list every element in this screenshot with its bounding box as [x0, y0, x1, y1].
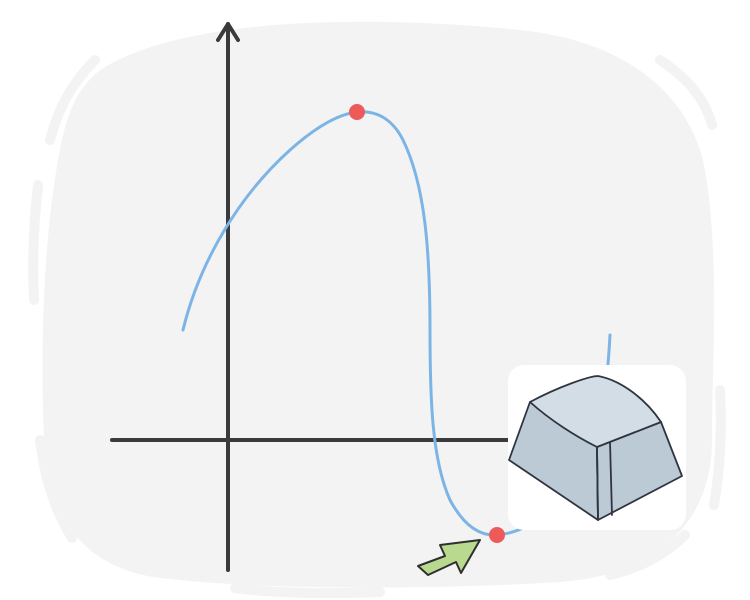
green-arrow-icon [417, 539, 481, 576]
keycap-inset [508, 365, 686, 530]
y-axis-arrowhead [216, 22, 240, 42]
local-minimum-point [489, 527, 505, 543]
keycap-icon [508, 375, 683, 521]
axes [110, 22, 522, 572]
local-maximum-point [349, 104, 365, 120]
sketch-strokes [28, 55, 726, 599]
